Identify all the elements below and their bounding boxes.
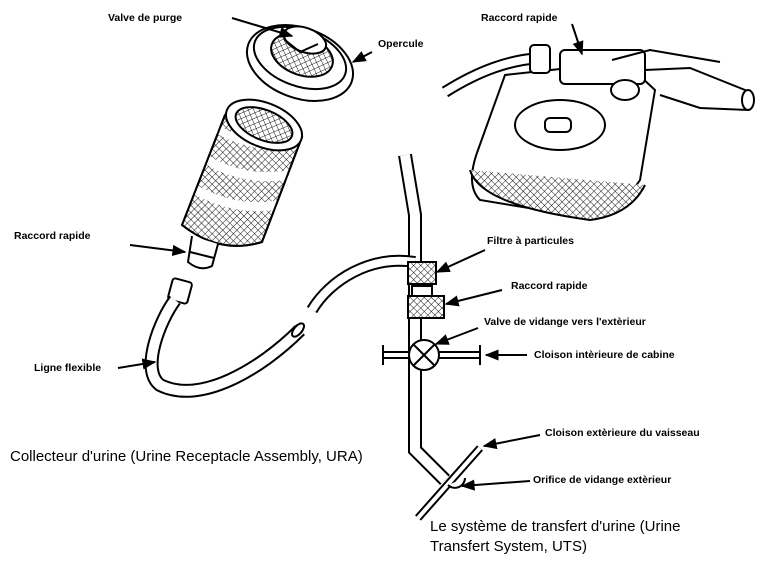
- arrow-orifice: [460, 479, 531, 491]
- arrow-ligne-flexible: [117, 358, 157, 370]
- label-valve-purge: Valve de purge: [108, 12, 183, 24]
- arrow-opercule: [351, 51, 373, 63]
- caption-ura: Collecteur d'urine (Urine Receptacle Ass…: [10, 448, 363, 465]
- arrow-cloison-ext: [482, 434, 541, 450]
- arrow-valve-vidange: [434, 327, 479, 345]
- flexible-line: [144, 277, 305, 398]
- arrow-raccord-top: [571, 23, 584, 56]
- filter-canister: [180, 98, 304, 270]
- bag-assembly: [441, 44, 755, 222]
- transfer-pipe: [306, 153, 483, 521]
- label-valve-vidange: Valve de vidange vers l'extèrieur: [484, 316, 646, 328]
- label-orifice-vidange: Orifice de vidange extèrieur: [533, 474, 672, 486]
- opercule-cap: [245, 24, 355, 102]
- label-cloison-exterieure: Cloison extèrieure du vaisseau: [545, 427, 700, 439]
- caption-uts-line2: Transfert System, UTS): [430, 538, 587, 555]
- pointer-arrows: [117, 17, 584, 491]
- arrow-valve-purge: [231, 17, 294, 38]
- label-raccord-rapide-left: Raccord rapide: [14, 230, 91, 242]
- label-filtre-particules: Filtre à particules: [487, 235, 574, 247]
- label-raccord-rapide-mid: Raccord rapide: [511, 280, 588, 292]
- label-ligne-flexible: Ligne flexible: [34, 362, 102, 374]
- arrow-raccord-left: [129, 244, 187, 256]
- arrow-filtre: [435, 249, 486, 273]
- caption-uts-line1: Le système de transfert d'urine (Urine: [430, 518, 681, 535]
- label-cloison-interieure: Cloison intèrieure de cabine: [534, 349, 675, 361]
- label-raccord-rapide-top: Raccord rapide: [481, 12, 558, 24]
- arrow-raccord-mid: [444, 289, 503, 307]
- label-opercule: Opercule: [378, 38, 424, 50]
